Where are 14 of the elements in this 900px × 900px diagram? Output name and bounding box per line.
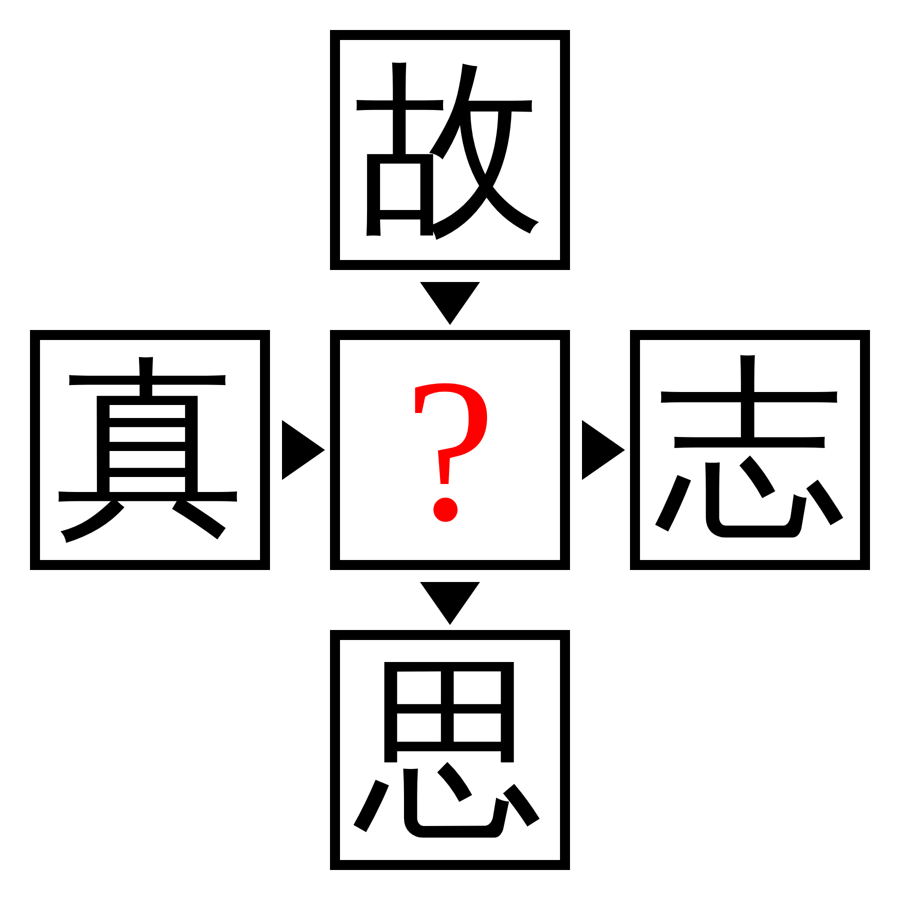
question-mark: ? bbox=[404, 348, 496, 552]
square-box bbox=[330, 630, 570, 870]
kanji-character: 思 bbox=[355, 655, 545, 845]
square-box bbox=[330, 30, 570, 270]
square-box bbox=[330, 330, 570, 570]
square-box bbox=[630, 330, 870, 570]
arrow bbox=[282, 420, 325, 480]
arrow bbox=[420, 282, 480, 325]
arrow bbox=[582, 420, 625, 480]
square-box bbox=[30, 330, 270, 570]
kanji-character: 真 bbox=[55, 355, 245, 545]
kanji-character: 故 bbox=[355, 55, 545, 245]
kanji-character: 志 bbox=[655, 355, 845, 545]
arrow bbox=[420, 582, 480, 625]
